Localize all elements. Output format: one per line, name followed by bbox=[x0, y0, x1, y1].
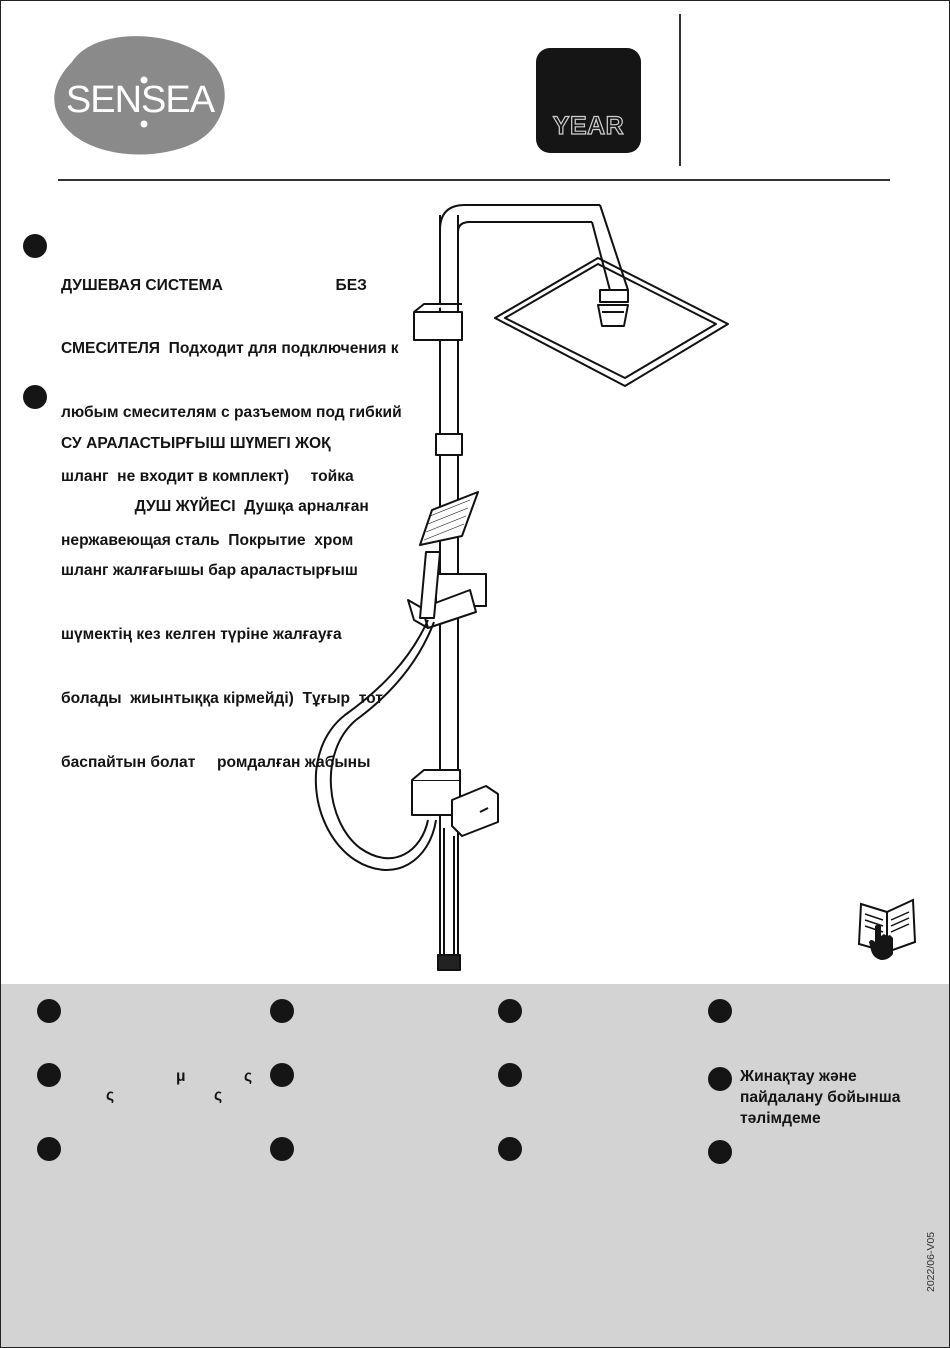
glyph: ς bbox=[106, 1087, 115, 1104]
language-bullet bbox=[37, 1063, 61, 1087]
ru-line: ДУШЕВАЯ СИСТЕМА БЕЗ bbox=[61, 276, 367, 294]
kz-guide-title: Жинақтау және пайдалану бойынша тәлімдем… bbox=[740, 1066, 900, 1129]
document-version: 2022/06-V05 bbox=[925, 1231, 937, 1292]
ru-language-bullet bbox=[23, 234, 47, 258]
language-bullet bbox=[37, 1137, 61, 1161]
kz-line: ДУШ ЖҮЙЕСІ Душқа арналған bbox=[61, 498, 369, 516]
glyph: ς bbox=[244, 1068, 253, 1085]
kz-guide-bullet bbox=[708, 1067, 732, 1091]
language-bullet bbox=[708, 999, 732, 1023]
language-bullet bbox=[37, 999, 61, 1023]
ru-line: любым смесителям с разъемом под гибкий bbox=[61, 404, 402, 422]
language-band bbox=[1, 984, 949, 1347]
manual-reading-icon bbox=[857, 898, 917, 960]
kz-guide-line: пайдалану бойынша bbox=[740, 1089, 901, 1106]
kz-guide-line: тәлімдеме bbox=[740, 1110, 821, 1127]
kz-line: шүмектің кез келген түріне жалғауға bbox=[61, 626, 342, 644]
ru-line: шланг не входит в комплект) тойка bbox=[61, 468, 354, 486]
language-bullet bbox=[270, 1063, 294, 1087]
language-bullet bbox=[498, 1063, 522, 1087]
language-bullet bbox=[708, 1140, 732, 1164]
year-badge-label: YEAR bbox=[552, 111, 625, 140]
ru-description: ДУШЕВАЯ СИСТЕМА БЕЗ СМЕСИТЕЛЯ Подходит д… bbox=[61, 232, 402, 573]
glyph: μ bbox=[176, 1068, 186, 1085]
language-bullet bbox=[498, 999, 522, 1023]
year-badge: YEAR bbox=[536, 48, 641, 153]
kz-language-bullet bbox=[23, 385, 47, 409]
glyph: ς bbox=[214, 1087, 223, 1104]
sensea-logo: SENSEA bbox=[54, 36, 225, 155]
kz-line: баспайтын болат ромдалған жабыны bbox=[61, 754, 371, 772]
ru-line: СМЕСИТЕЛЯ Подходит для подключения к bbox=[61, 340, 399, 358]
header-rule bbox=[58, 179, 890, 181]
header-divider bbox=[679, 14, 681, 166]
language-bullet bbox=[270, 1137, 294, 1161]
language-bullet bbox=[498, 1137, 522, 1161]
kz-description: СУ АРАЛАСТЫРҒЫШ ШҮМЕГІ ЖОҚ ДУШ ЖҮЙЕСІ Ду… bbox=[61, 390, 383, 795]
ru-line: нержавеющая сталь Покрытие хром bbox=[61, 532, 354, 550]
kz-line: болады жиынтыққа кірмейді) Тұғыр тот bbox=[61, 690, 383, 708]
shower-system-illustration bbox=[314, 204, 729, 971]
kz-line: шланг жалғағышы бар араластырғыш bbox=[61, 562, 358, 580]
language-bullet bbox=[270, 999, 294, 1023]
kz-guide-line: Жинақтау және bbox=[740, 1068, 857, 1085]
kz-line: СУ АРАЛАСТЫРҒЫШ ШҮМЕГІ ЖОҚ bbox=[61, 434, 331, 452]
svg-text:SENSEA: SENSEA bbox=[66, 79, 216, 121]
